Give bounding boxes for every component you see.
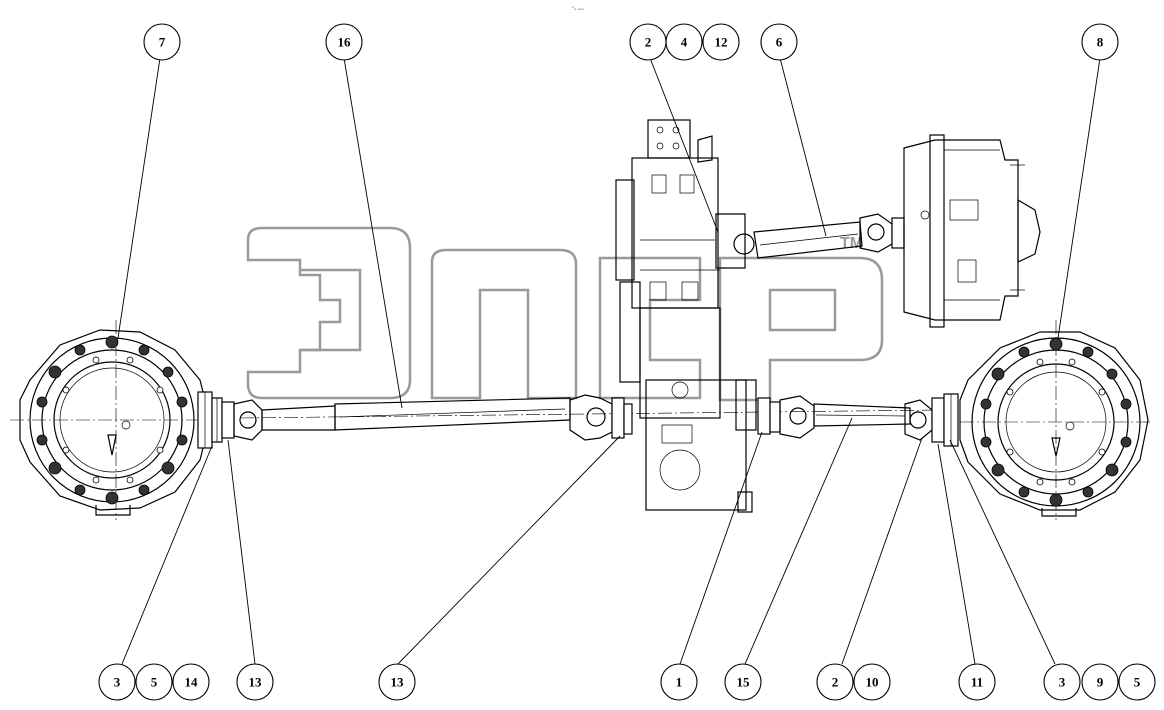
- upper-shaft: [753, 213, 905, 259]
- callout-12-label: 12: [715, 35, 728, 50]
- callout-5-left: 5: [135, 663, 173, 701]
- central-gearbox: [615, 119, 757, 513]
- leader-lines: [117, 57, 1101, 665]
- callout-5-right: 5: [1118, 663, 1156, 701]
- right-flange-coupling: [931, 393, 959, 447]
- left-hub-bolts: [36, 335, 188, 505]
- callout-15: 15: [724, 663, 762, 701]
- callout-3-right-label: 3: [1059, 675, 1066, 690]
- callout-3-left: 3: [98, 663, 136, 701]
- callout-3-right: 3: [1043, 663, 1081, 701]
- callout-6: 6: [760, 23, 798, 61]
- callout-10-label: 10: [866, 675, 879, 690]
- watermark-logo: TM: [246, 226, 884, 402]
- callout-1: 1: [660, 663, 698, 701]
- callout-13-center-label: 13: [391, 675, 405, 690]
- callout-12: 12: [702, 23, 740, 61]
- callout-2-top: 2: [629, 23, 667, 61]
- callout-7-label: 7: [159, 35, 166, 50]
- callout-2-bottom-label: 2: [832, 675, 839, 690]
- callout-7: 7: [143, 23, 181, 61]
- callout-11-label: 11: [971, 675, 983, 690]
- callout-13-left-label: 13: [249, 675, 263, 690]
- callout-6-label: 6: [776, 35, 783, 50]
- left-wheel-hub: [19, 329, 211, 516]
- callout-11: 11: [958, 663, 996, 701]
- left-propeller-shaft: [261, 394, 633, 441]
- callout-5-right-label: 5: [1134, 675, 1141, 690]
- callout-1-label: 1: [676, 675, 683, 690]
- callout-8-label: 8: [1097, 35, 1104, 50]
- right-propeller-shaft: [757, 395, 933, 441]
- callout-14: 14: [172, 663, 210, 701]
- right-hub-bolts: [980, 337, 1132, 507]
- callout-9-label: 9: [1097, 675, 1104, 690]
- callout-16: 16: [325, 23, 363, 61]
- callout-15-label: 15: [737, 675, 751, 690]
- callout-2-bottom: 2: [816, 663, 854, 701]
- left-flange-coupling: [197, 391, 263, 449]
- callout-9: 9: [1081, 663, 1119, 701]
- callout-5-left-label: 5: [151, 675, 158, 690]
- callout-3-left-label: 3: [114, 675, 121, 690]
- callout-10: 10: [853, 663, 891, 701]
- callout-14-label: 14: [185, 675, 199, 690]
- callout-13-center: 13: [378, 663, 416, 701]
- callout-2-top-label: 2: [645, 35, 652, 50]
- callout-16-label: 16: [338, 35, 352, 50]
- engine-unit: [903, 134, 1041, 328]
- callout-13-left: 13: [236, 663, 274, 701]
- top-mark: ᵒₒ ₒₒₒ: [572, 6, 584, 12]
- right-wheel-hub: [959, 331, 1149, 517]
- callout-4-label: 4: [681, 35, 688, 50]
- callout-8: 8: [1081, 23, 1119, 61]
- callout-4: 4: [665, 23, 703, 61]
